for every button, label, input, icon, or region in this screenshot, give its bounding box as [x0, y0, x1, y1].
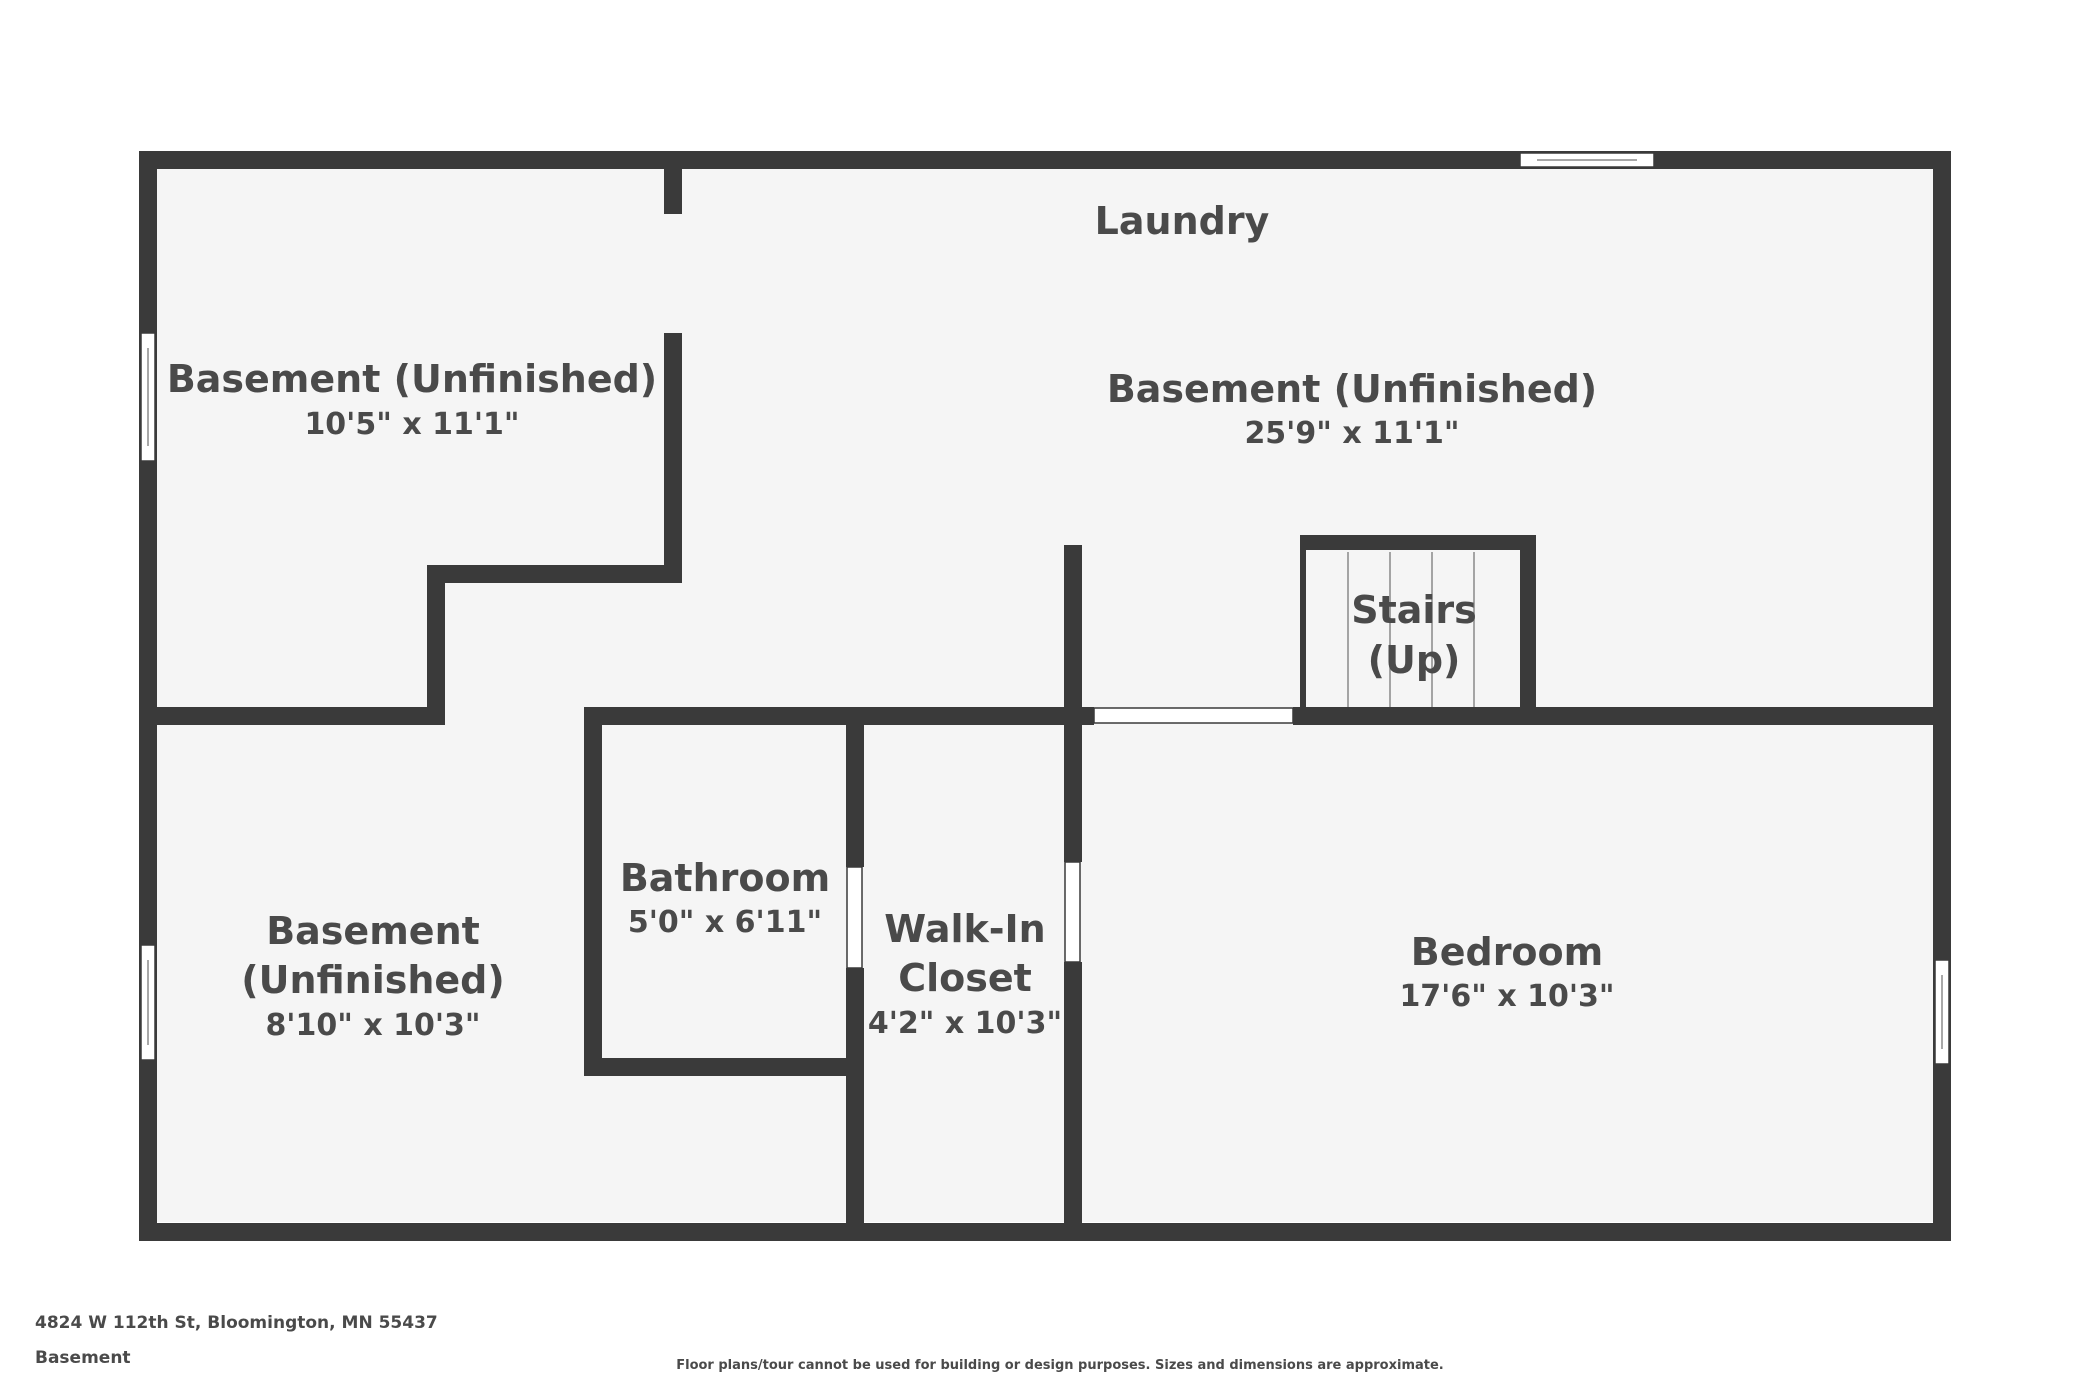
room-size-bathroom: 5'0" x 6'11"	[628, 905, 822, 940]
room-name-basement-main: Basement (Unfinished)	[1107, 367, 1597, 411]
door-closet-bedroom	[1064, 861, 1081, 963]
outer-wall-left	[139, 151, 157, 1241]
wall-nw-step-h	[427, 565, 682, 583]
wall-nw-stub	[664, 160, 682, 214]
room-size-closet: 4'2" x 10'3"	[868, 1006, 1062, 1041]
wall-stairs-left	[1300, 535, 1306, 715]
wall-stairs-right	[1520, 535, 1536, 715]
room-name-closet-line2: Closet	[898, 956, 1032, 1000]
room-name-bathroom: Bathroom	[620, 856, 830, 900]
wall-stairs-top	[1300, 535, 1536, 550]
room-size-basement-nw: 10'5" x 11'1"	[304, 407, 519, 442]
room-size-basement-sw: 8'10" x 10'3"	[265, 1008, 480, 1043]
outer-wall-top	[139, 151, 1951, 169]
floor-area	[148, 160, 1938, 1222]
outer-wall-right	[1933, 151, 1951, 1241]
room-name-basement-sw-line2: (Unfinished)	[241, 958, 505, 1002]
door-stairs-opening	[1093, 707, 1294, 724]
wall-middle-left	[584, 707, 1094, 725]
wall-bath-left	[584, 707, 602, 1076]
room-name-stairs-line2: (Up)	[1368, 638, 1461, 682]
wall-nw-step-v	[427, 565, 445, 725]
wall-bath-bottom	[584, 1058, 855, 1076]
room-name-laundry: Laundry	[1095, 199, 1270, 243]
wall-middle-right	[1293, 707, 1942, 725]
door-bath-closet	[846, 866, 863, 969]
room-name-stairs-line1: Stairs	[1351, 588, 1477, 632]
room-name-bedroom: Bedroom	[1411, 930, 1604, 974]
wall-nw-bottom	[148, 707, 445, 725]
outer-wall-bottom	[139, 1223, 1951, 1241]
property-address: 4824 W 112th St, Bloomington, MN 55437	[35, 1313, 438, 1333]
disclaimer-text: Floor plans/tour cannot be used for buil…	[676, 1358, 1444, 1373]
floor-level-label: Basement	[35, 1348, 131, 1368]
room-name-basement-sw-line1: Basement	[266, 909, 480, 953]
wall-nw-right	[664, 333, 682, 583]
room-name-basement-nw: Basement (Unfinished)	[167, 357, 657, 401]
wall-bath-right-top	[846, 707, 864, 867]
room-size-bedroom: 17'6" x 10'3"	[1399, 979, 1614, 1014]
wall-closet-right-top	[1064, 545, 1082, 862]
room-name-closet-line1: Walk-In	[884, 907, 1045, 951]
wall-closet-right-bottom	[1064, 962, 1082, 1232]
room-size-basement-main: 25'9" x 11'1"	[1244, 416, 1459, 451]
wall-bath-right-bottom	[846, 968, 864, 1232]
